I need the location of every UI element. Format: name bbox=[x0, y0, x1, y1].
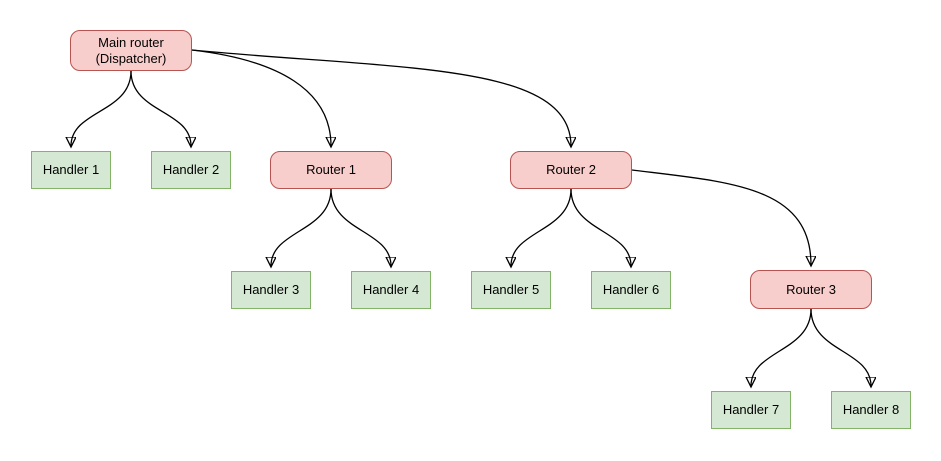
node-handler-8[interactable]: Handler 8 bbox=[831, 391, 911, 429]
edge-router-2-to-router-3 bbox=[631, 169, 811, 265]
edge-main-router-to-handler-1 bbox=[71, 70, 132, 146]
edge-main-router-to-router-1 bbox=[191, 49, 331, 146]
node-handler-4[interactable]: Handler 4 bbox=[351, 271, 431, 309]
node-router-2[interactable]: Router 2 bbox=[510, 151, 632, 189]
node-handler-7[interactable]: Handler 7 bbox=[711, 391, 791, 429]
node-router-3[interactable]: Router 3 bbox=[750, 270, 872, 309]
edge-main-router-to-handler-2 bbox=[130, 70, 191, 146]
node-router-1[interactable]: Router 1 bbox=[270, 151, 392, 189]
node-handler-3[interactable]: Handler 3 bbox=[231, 271, 311, 309]
edge-router-1-to-handler-3 bbox=[271, 188, 332, 266]
edge-router-1-to-handler-4 bbox=[330, 188, 391, 266]
edge-main-router-to-router-2 bbox=[191, 49, 571, 146]
node-handler-5[interactable]: Handler 5 bbox=[471, 271, 551, 309]
node-handler-2[interactable]: Handler 2 bbox=[151, 151, 231, 189]
edge-router-2-to-handler-6 bbox=[570, 188, 631, 266]
edge-router-3-to-handler-7 bbox=[751, 308, 812, 386]
edge-router-2-to-handler-5 bbox=[511, 188, 572, 266]
edge-router-3-to-handler-8 bbox=[810, 308, 871, 386]
node-handler-1[interactable]: Handler 1 bbox=[31, 151, 111, 189]
node-main-router[interactable]: Main router (Dispatcher) bbox=[70, 30, 192, 71]
node-handler-6[interactable]: Handler 6 bbox=[591, 271, 671, 309]
